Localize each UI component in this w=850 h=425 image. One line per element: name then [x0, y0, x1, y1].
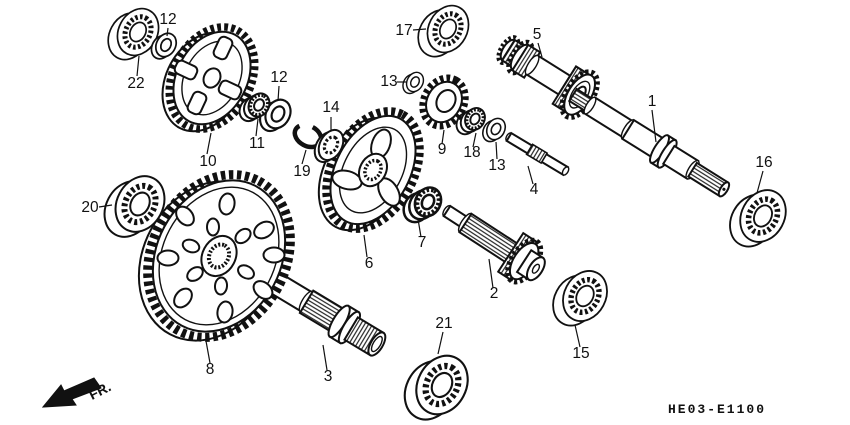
callout-22: 22	[127, 75, 144, 92]
callout-19: 19	[293, 163, 310, 180]
callout-5: 5	[533, 26, 542, 43]
part-3-output-shaft	[254, 264, 387, 357]
front-direction-arrow: FR.	[41, 377, 113, 408]
callout-labels: 22 12 10 11 12 19 14 6 17 13 9 18 13 4 5…	[81, 11, 772, 385]
callout-2: 2	[490, 285, 499, 302]
callout-12a: 12	[159, 11, 176, 28]
callout-13a: 13	[380, 73, 397, 90]
part-9-gear	[419, 74, 469, 130]
part-4-pin-shaft	[505, 131, 570, 177]
part-10-gear	[161, 23, 259, 133]
callout-12b: 12	[270, 69, 287, 86]
part-14-spline-washer	[313, 128, 345, 164]
callout-9: 9	[438, 141, 447, 158]
callout-3: 3	[324, 368, 333, 385]
callout-11: 11	[249, 135, 265, 152]
front-arrow-icon	[41, 377, 102, 408]
part-17-bearing	[410, 0, 476, 64]
callout-13b: 13	[488, 157, 505, 174]
part-1-main-shaft	[567, 87, 731, 198]
callout-17: 17	[395, 22, 412, 39]
callout-21: 21	[435, 315, 452, 332]
part-6-gear	[317, 107, 424, 233]
diagram-code: HE03-E1100	[668, 402, 766, 417]
part-2-gear-shaft	[442, 204, 546, 285]
callout-16: 16	[755, 154, 772, 171]
part-5-gear-cluster	[496, 35, 600, 120]
callout-14: 14	[322, 99, 340, 116]
callout-1: 1	[648, 93, 657, 110]
leader-lines	[98, 27, 764, 371]
callout-8: 8	[206, 361, 215, 378]
callout-20: 20	[81, 199, 99, 216]
callout-6: 6	[365, 255, 374, 272]
part-13-washer-a	[398, 68, 428, 98]
part-16-bearing	[721, 182, 794, 254]
callout-10: 10	[199, 153, 217, 170]
callout-15: 15	[572, 345, 589, 362]
callout-4: 4	[530, 181, 539, 198]
callout-7: 7	[418, 234, 427, 251]
part-8-final-gear	[137, 170, 295, 342]
part-15-bearing	[545, 263, 616, 333]
callout-18: 18	[463, 144, 480, 161]
part-21-bearing	[395, 347, 478, 425]
